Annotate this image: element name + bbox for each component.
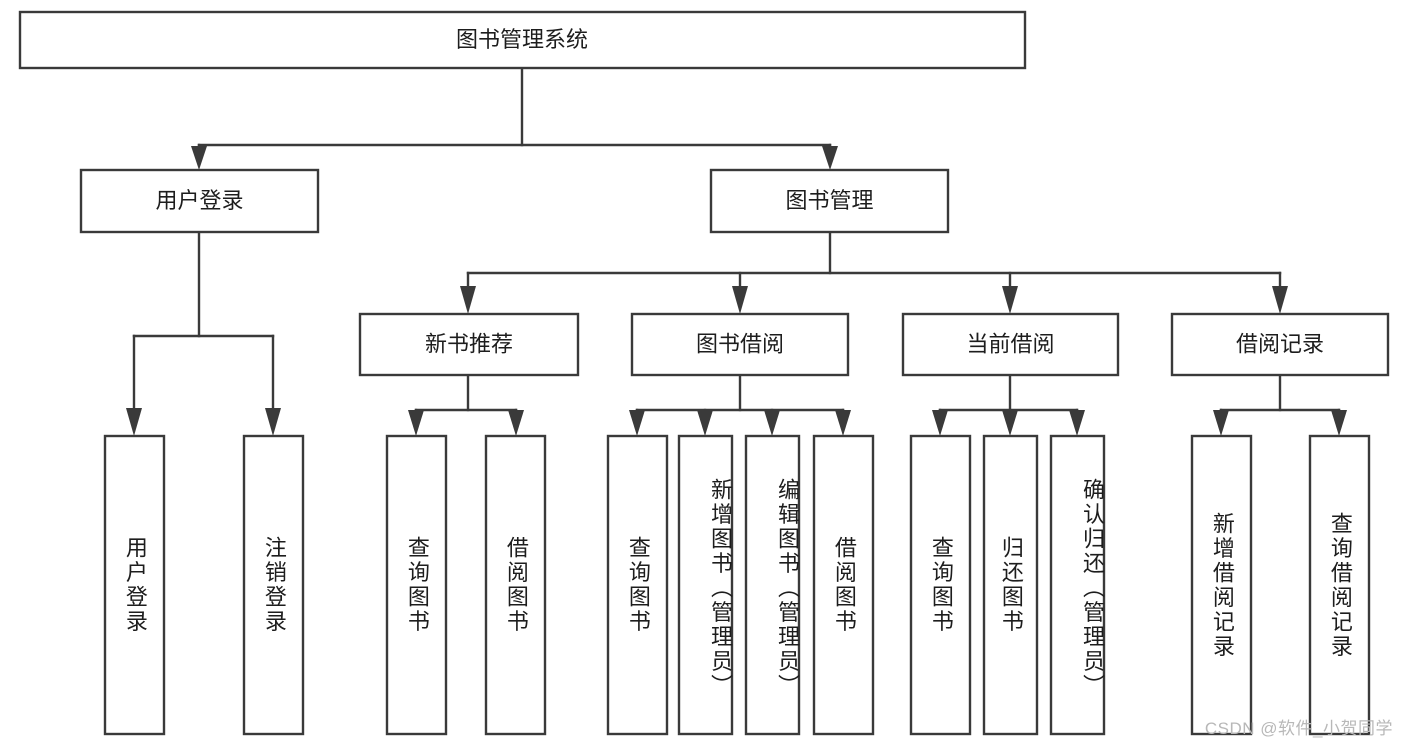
- node-new-book-recommend[interactable]: 新书推荐: [358, 312, 580, 377]
- arrowhead-leaf-query-book-c: [932, 410, 948, 436]
- connector-group-current-to-leaves: [932, 373, 1085, 436]
- node-label-user-login: 用户登录: [155, 188, 243, 213]
- arrowhead-level3-borrow: [732, 286, 748, 314]
- node-label-new-book-recommend: 新书推荐: [425, 331, 513, 356]
- leaf-node-user-login[interactable]: [103, 434, 166, 736]
- node-label-root-system: 图书管理系统: [456, 27, 588, 52]
- node-label-borrow-record: 借阅记录: [1236, 331, 1324, 356]
- leaf-node-add-borrow-record[interactable]: [1190, 434, 1253, 736]
- connector-group-record-to-leaves: [1213, 373, 1347, 436]
- arrowhead-leaf-query-book-b: [629, 410, 645, 436]
- arrowhead-leaf-add-book: [697, 410, 713, 436]
- arrowhead-leaf-query-book-a: [408, 410, 424, 436]
- connector-group-borrow-to-leaves: [629, 373, 851, 436]
- leaf-node-query-book-current[interactable]: [909, 434, 972, 736]
- arrowhead-leaf-edit-book: [764, 410, 780, 436]
- node-book-borrow[interactable]: 图书借阅: [630, 312, 850, 377]
- arrowhead-root-to-user-login: [191, 146, 207, 170]
- leaf-node-add-book-admin[interactable]: [677, 434, 734, 736]
- node-root-system[interactable]: 图书管理系统: [18, 10, 1027, 70]
- leaf-node-query-book-borrow[interactable]: [606, 434, 669, 736]
- leaf-node-query-book-recommend[interactable]: [385, 434, 448, 736]
- arrowhead-leaf-confirm-return: [1069, 410, 1085, 436]
- node-label-book-borrow: 图书借阅: [696, 331, 784, 356]
- connector-group-book-mgmt-to-level3: [460, 230, 1288, 314]
- arrowhead-leaf-borrow-book-a: [508, 410, 524, 436]
- arrowhead-leaf-user-login: [126, 408, 142, 436]
- csdn-watermark: CSDN @软件_小贺同学: [1204, 719, 1393, 738]
- arrowhead-leaf-borrow-book-b: [835, 410, 851, 436]
- arrowhead-level3-record: [1272, 286, 1288, 314]
- leaf-node-borrow-book[interactable]: [812, 434, 875, 736]
- arrowhead-level3-current: [1002, 286, 1018, 314]
- connector-group-root-to-level2: [191, 66, 838, 170]
- leaf-node-query-borrow-record[interactable]: [1308, 434, 1371, 736]
- connector-group-new-book-to-leaves: [408, 373, 524, 436]
- arrowhead-leaf-add-record: [1213, 410, 1229, 436]
- arrowhead-level3-new-book: [460, 286, 476, 314]
- leaf-node-confirm-return-admin[interactable]: [1049, 434, 1106, 736]
- node-user-login[interactable]: 用户登录: [79, 168, 320, 234]
- arrowhead-leaf-return-book: [1002, 410, 1018, 436]
- node-label-book-management: 图书管理: [785, 188, 873, 213]
- arrowhead-leaf-logout: [265, 408, 281, 436]
- leaf-node-edit-book-admin[interactable]: [744, 434, 801, 736]
- node-book-management[interactable]: 图书管理: [709, 168, 950, 234]
- leaf-node-borrow-book-recommend[interactable]: [484, 434, 547, 736]
- arrowhead-leaf-query-record: [1331, 410, 1347, 436]
- leaf-node-return-book[interactable]: [982, 434, 1039, 736]
- arrowhead-root-to-book-mgmt: [822, 146, 838, 170]
- node-current-borrow[interactable]: 当前借阅: [901, 312, 1120, 377]
- node-borrow-record[interactable]: 借阅记录: [1170, 312, 1390, 377]
- connector-group-user-login-to-leaves: [126, 230, 281, 436]
- leaf-node-logout[interactable]: [242, 434, 305, 736]
- node-label-current-borrow: 当前借阅: [966, 331, 1054, 356]
